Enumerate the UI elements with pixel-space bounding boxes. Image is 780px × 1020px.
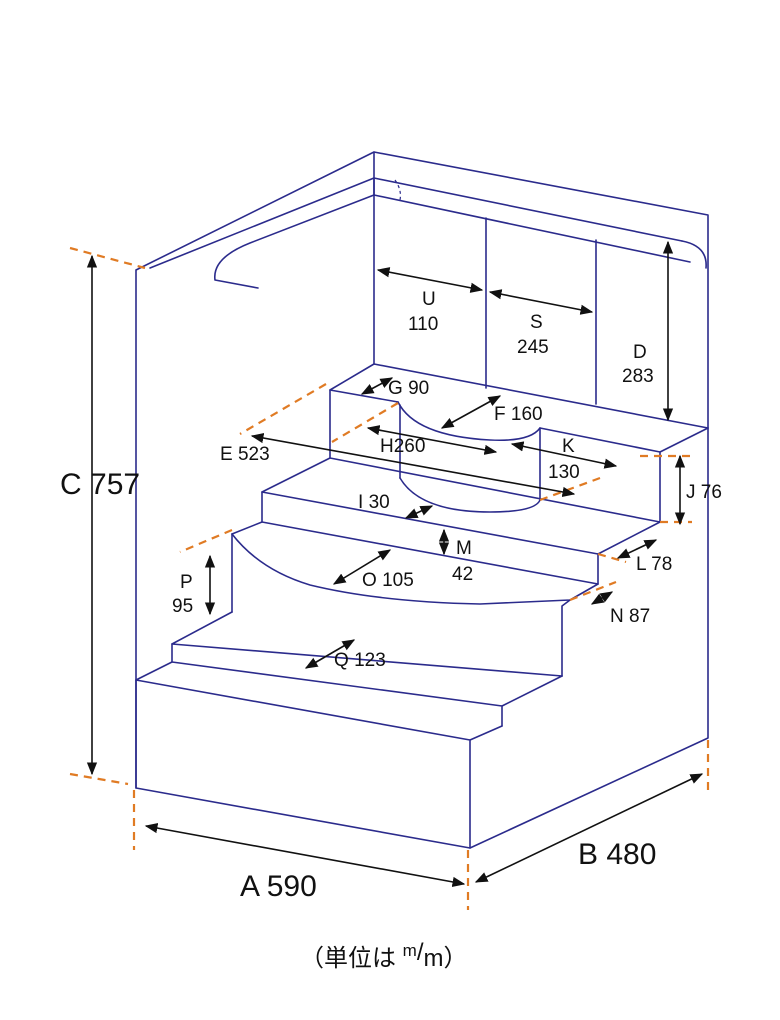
dim-arrow-o — [332, 549, 392, 585]
label-u-letter: U — [422, 289, 436, 310]
dim-arrow-b — [474, 773, 704, 883]
dimension-arrows — [86, 240, 704, 887]
label-f: F 160 — [494, 404, 543, 425]
label-k-value: 130 — [548, 462, 580, 483]
label-c: C 757 — [60, 468, 140, 501]
label-a: A 590 — [240, 870, 317, 903]
label-k-letter: K — [562, 436, 575, 457]
step-middle — [231, 521, 599, 677]
label-e: E 523 — [220, 444, 270, 465]
dim-arrow-a — [144, 823, 466, 887]
outer-box — [135, 151, 709, 849]
label-d-value: 283 — [622, 366, 654, 387]
label-o: O 105 — [362, 570, 414, 591]
label-m-letter: M — [456, 538, 472, 559]
dim-arrow-k — [510, 441, 618, 469]
dim-arrow-s — [488, 289, 594, 315]
label-d-letter: D — [633, 342, 647, 363]
label-l: L 78 — [636, 554, 672, 575]
label-j: J 76 — [686, 482, 722, 503]
unit-note: （単位は m/m） — [300, 939, 468, 972]
label-p-letter: P — [180, 572, 193, 593]
dim-arrow-l — [616, 539, 658, 559]
base-block — [135, 661, 503, 849]
dim-arrow-u — [376, 267, 484, 293]
label-s-letter: S — [530, 312, 543, 333]
label-g: G 90 — [388, 378, 429, 399]
label-i: I 30 — [358, 492, 390, 513]
dim-arrow-f — [440, 395, 502, 429]
dim-arrow-e — [250, 433, 576, 497]
dim-arrow-n — [590, 591, 614, 605]
label-q: Q 123 — [334, 650, 386, 671]
label-p-value: 95 — [172, 596, 193, 617]
dim-arrow-q — [304, 639, 356, 669]
dimension-labels: C 757 A 590 B 480 U 110 S 245 D 283 G 90… — [60, 289, 722, 903]
dim-arrow-g — [360, 377, 394, 395]
back-panels — [373, 217, 709, 429]
label-u-value: 110 — [408, 314, 438, 335]
label-b: B 480 — [578, 838, 656, 871]
label-n: N 87 — [610, 606, 650, 627]
label-m-value: 42 — [452, 564, 473, 585]
label-h: H260 — [380, 436, 425, 457]
dim-arrow-i — [404, 505, 434, 519]
label-s-value: 245 — [517, 337, 549, 358]
